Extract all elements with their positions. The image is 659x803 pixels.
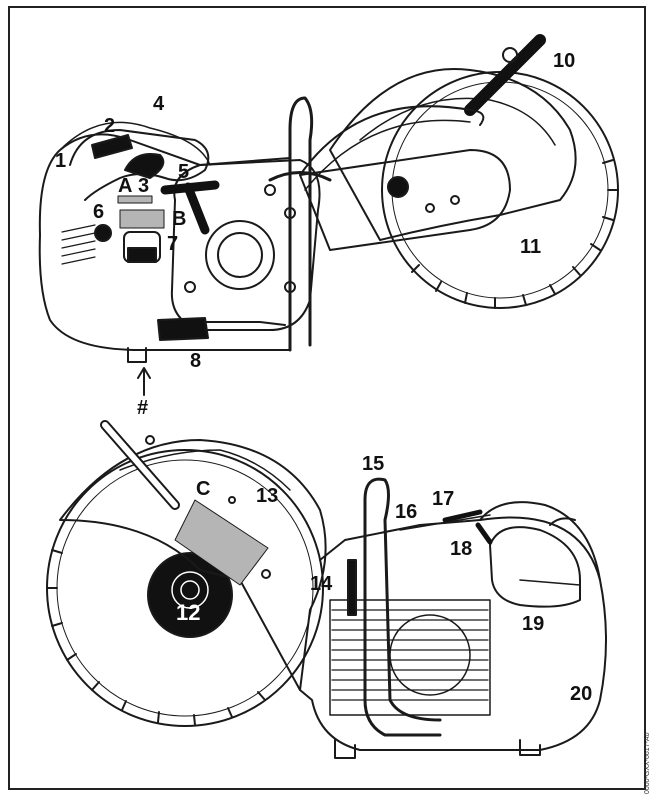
blade-flange — [147, 552, 233, 638]
figure-code: 0000-GXX-6617-A0 — [632, 686, 656, 796]
label-8: 8 — [190, 350, 201, 372]
label-18: 18 — [450, 538, 472, 560]
bottom-front-handle — [363, 477, 442, 737]
label-19: 19 — [522, 613, 544, 635]
label-17: 17 — [432, 488, 454, 510]
callout-labels-bottom: 12 13 14 15 16 17 18 19 20 C — [176, 453, 592, 705]
label-b: B — [172, 208, 186, 230]
bottom-blade-guard — [59, 439, 327, 691]
callout-labels-top: 1 2 3 4 5 6 7 8 9 10 11 A B # — [55, 50, 575, 419]
top-blade-segments — [411, 159, 619, 309]
label-16: 16 — [395, 501, 417, 523]
top-blade-guard — [329, 68, 577, 241]
top-engine-body — [38, 133, 291, 351]
label-20: 20 — [570, 683, 592, 705]
label-4: 4 — [153, 93, 165, 115]
label-7: 7 — [167, 233, 178, 255]
label-2: 2 — [104, 115, 115, 137]
label-hash: # — [137, 397, 148, 419]
label-5: 5 — [178, 161, 189, 183]
label-a: A — [118, 175, 132, 197]
decal-c — [174, 499, 269, 586]
figure-code-text: 0000-GXX-6617-A0 — [644, 732, 651, 794]
label-13: 13 — [256, 485, 278, 507]
label-11: 11 — [520, 236, 541, 258]
top-rear-handle — [69, 129, 210, 201]
bottom-rear-handle — [489, 526, 581, 608]
label-1: 1 — [55, 150, 66, 172]
top-blade-inner-ring — [391, 81, 609, 299]
top-cutting-arm — [299, 149, 511, 251]
top-front-handle — [288, 96, 314, 352]
label-15: 15 — [362, 453, 384, 475]
bottom-grille — [331, 609, 489, 701]
label-14: 14 — [310, 573, 333, 595]
label-3: 3 — [138, 175, 149, 197]
figure-frame — [8, 6, 646, 790]
label-10: 10 — [553, 50, 575, 72]
hash-arrow — [137, 367, 151, 396]
bottom-blade-segments — [46, 549, 266, 726]
part-17-marker — [442, 509, 483, 523]
label-6: 6 — [93, 201, 104, 223]
guard-handle — [464, 34, 546, 116]
label-12: 12 — [176, 600, 200, 625]
label-c: C — [196, 478, 210, 500]
label-9: 9 — [390, 178, 401, 200]
